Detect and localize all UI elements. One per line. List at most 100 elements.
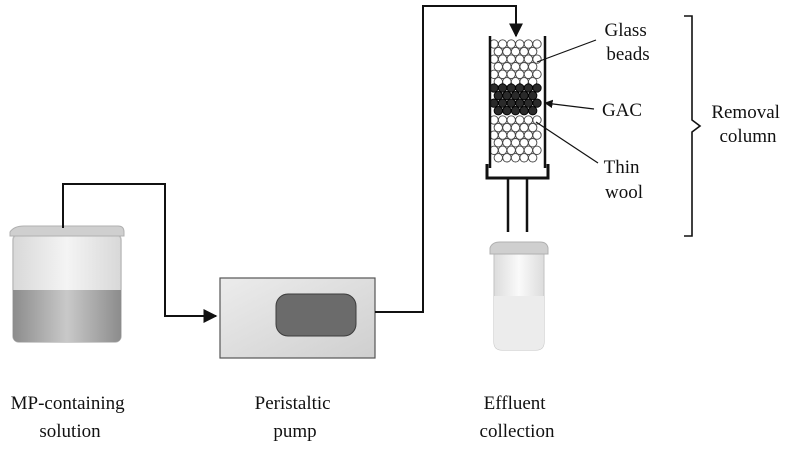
gac-particle: [515, 98, 525, 108]
label-pump-line1: Peristaltic: [255, 393, 331, 414]
tubing-pump-to-column: [375, 5, 523, 313]
gac-particle: [510, 90, 521, 101]
gac-particle: [515, 83, 525, 93]
glass-bead: [497, 39, 508, 49]
gac-particle: [528, 90, 538, 101]
glass-bead: [497, 145, 508, 155]
gac-particle: [523, 98, 534, 108]
effluent-vial: [489, 241, 549, 351]
glass-bead: [493, 138, 503, 148]
label-glass-beads: Glass beads: [605, 20, 652, 65]
glass-bead: [515, 54, 525, 64]
beaker: [9, 225, 125, 343]
gac-particle: [532, 98, 542, 108]
glass-bead: [519, 46, 529, 57]
label-beaker-line2: solution: [39, 421, 101, 442]
label-glass-beads-line1: Glass: [605, 20, 647, 41]
label-thin-wool-line1: Thin: [604, 157, 640, 178]
glass-bead: [523, 39, 534, 49]
beaker-rim: [9, 225, 125, 237]
label-gac-line1: GAC: [602, 100, 642, 121]
glass-bead: [519, 62, 529, 72]
gac-particle: [506, 98, 516, 108]
glass-bead: [523, 54, 534, 64]
peristaltic-pump: [219, 277, 376, 359]
column-bracket: [684, 15, 702, 237]
gac-particle: [506, 83, 516, 93]
glass-bead: [502, 62, 512, 72]
glass-bead: [519, 138, 529, 148]
label-beaker: MP-containing solution: [11, 393, 130, 442]
gac-particle: [510, 106, 521, 116]
glass-bead: [502, 138, 512, 148]
glass-bead: [497, 115, 508, 125]
glass-bead: [510, 122, 521, 133]
leader-thin-wool: [535, 121, 599, 164]
glass-bead: [523, 145, 534, 155]
glass-bead: [493, 153, 503, 163]
glass-bead: [506, 145, 516, 155]
glass-bead: [519, 122, 529, 133]
glass-bead: [510, 153, 521, 163]
vial-liquid: [494, 296, 544, 350]
glass-bead: [523, 115, 534, 125]
glass-bead: [497, 130, 508, 140]
gac-particle: [493, 106, 503, 116]
glass-bead: [493, 122, 503, 133]
gac-particle: [519, 106, 529, 116]
label-removal-column-line2: column: [720, 126, 777, 147]
glass-bead: [515, 39, 525, 49]
glass-bead: [528, 153, 538, 163]
gac-layer: [489, 83, 542, 116]
gac-particle: [497, 83, 508, 93]
label-removal-column: Removal column: [711, 102, 784, 147]
glass-bead: [515, 130, 525, 140]
leader-gac: [544, 99, 595, 110]
gac-particle: [519, 90, 529, 101]
beaker-liquid: [13, 290, 121, 342]
glass-beads-upper: [489, 39, 542, 87]
glass-bead: [515, 145, 525, 155]
leader-glass-beads: [536, 39, 597, 63]
label-beaker-line1: MP-containing: [11, 393, 125, 414]
glass-bead: [515, 69, 525, 79]
label-thin-wool: Thin wool: [604, 157, 645, 203]
glass-bead: [528, 62, 538, 72]
glass-bead: [523, 130, 534, 140]
gac-particle: [502, 106, 512, 116]
glass-bead: [515, 115, 525, 125]
tubing-beaker-to-pump: [62, 183, 218, 323]
gac-particle: [493, 90, 503, 101]
gac-particle: [502, 90, 512, 101]
glass-bead: [532, 39, 542, 49]
glass-bead: [502, 46, 512, 57]
glass-bead: [502, 153, 512, 163]
glass-bead: [528, 122, 538, 133]
glass-bead: [523, 69, 534, 79]
glass-bead: [532, 145, 542, 155]
glass-bead: [528, 138, 538, 148]
label-thin-wool-line2: wool: [605, 182, 643, 203]
label-pump: Peristaltic pump: [255, 393, 336, 442]
glass-bead: [510, 62, 521, 72]
label-gac: GAC: [602, 100, 642, 121]
glass-bead: [506, 69, 516, 79]
label-effluent-line2: collection: [480, 421, 555, 442]
label-glass-beads-line2: beads: [606, 44, 649, 65]
gac-particle: [528, 106, 538, 116]
glass-bead: [528, 77, 538, 87]
gac-particle: [523, 83, 534, 93]
label-effluent-line1: Effluent: [484, 393, 547, 414]
glass-bead: [506, 130, 516, 140]
glass-bead: [528, 46, 538, 57]
gac-particle: [497, 98, 508, 108]
glass-bead: [502, 122, 512, 133]
glass-bead: [493, 46, 503, 57]
glass-beads-lower: [489, 115, 542, 163]
glass-bead: [532, 54, 542, 64]
label-pump-line2: pump: [273, 421, 316, 442]
glass-bead: [510, 46, 521, 57]
glass-bead: [506, 54, 516, 64]
